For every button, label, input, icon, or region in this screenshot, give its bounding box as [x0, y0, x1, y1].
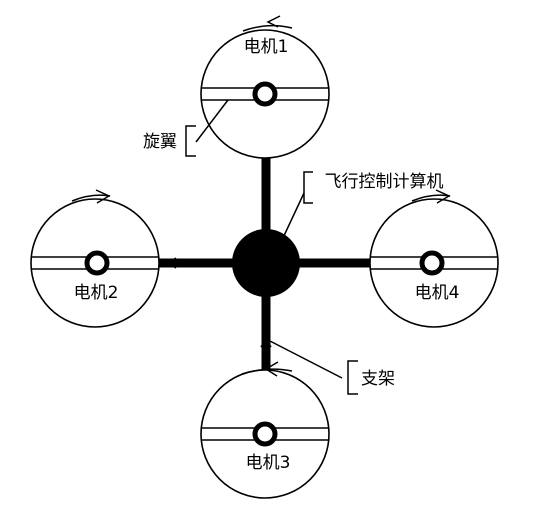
arm-mark-icon: [166, 257, 177, 269]
flight-computer-leader-line: [281, 192, 305, 241]
motor-hub: [252, 81, 278, 107]
motor-4-label: 电机4: [415, 283, 460, 303]
frame-label: 支架: [361, 369, 395, 389]
motor-hub: [419, 250, 445, 276]
arm-mark-icon: [260, 337, 272, 348]
rotor-callout: 旋翼: [143, 99, 229, 157]
frame-callout: 支架: [267, 339, 395, 395]
arrow-head-icon: [435, 189, 451, 204]
motor-hub: [84, 250, 110, 276]
motor-2-label: 电机2: [74, 283, 119, 303]
flight-computer-label: 飞行控制计算机: [325, 172, 444, 192]
rotor-leader-line: [195, 99, 229, 143]
rotor-bracket: [185, 125, 196, 157]
flight-computer-bracket: [303, 171, 313, 204]
rotor-label: 旋翼: [143, 132, 177, 152]
frame-bracket: [347, 360, 358, 395]
flight-computer-callout: 飞行控制计算机: [281, 171, 444, 241]
motor-hub: [252, 421, 278, 447]
motor-hubs: [84, 81, 445, 447]
rotation-arrow-icon: [242, 24, 293, 32]
frame-leader-line: [267, 339, 343, 379]
arrow-head-icon: [266, 15, 281, 28]
arrow-head-icon: [95, 189, 111, 204]
flight-computer-hub: [232, 229, 300, 297]
motor-3-label: 电机3: [246, 453, 291, 473]
motor-1-label: 电机1: [244, 37, 289, 57]
arrow-head-icon: [264, 361, 279, 377]
